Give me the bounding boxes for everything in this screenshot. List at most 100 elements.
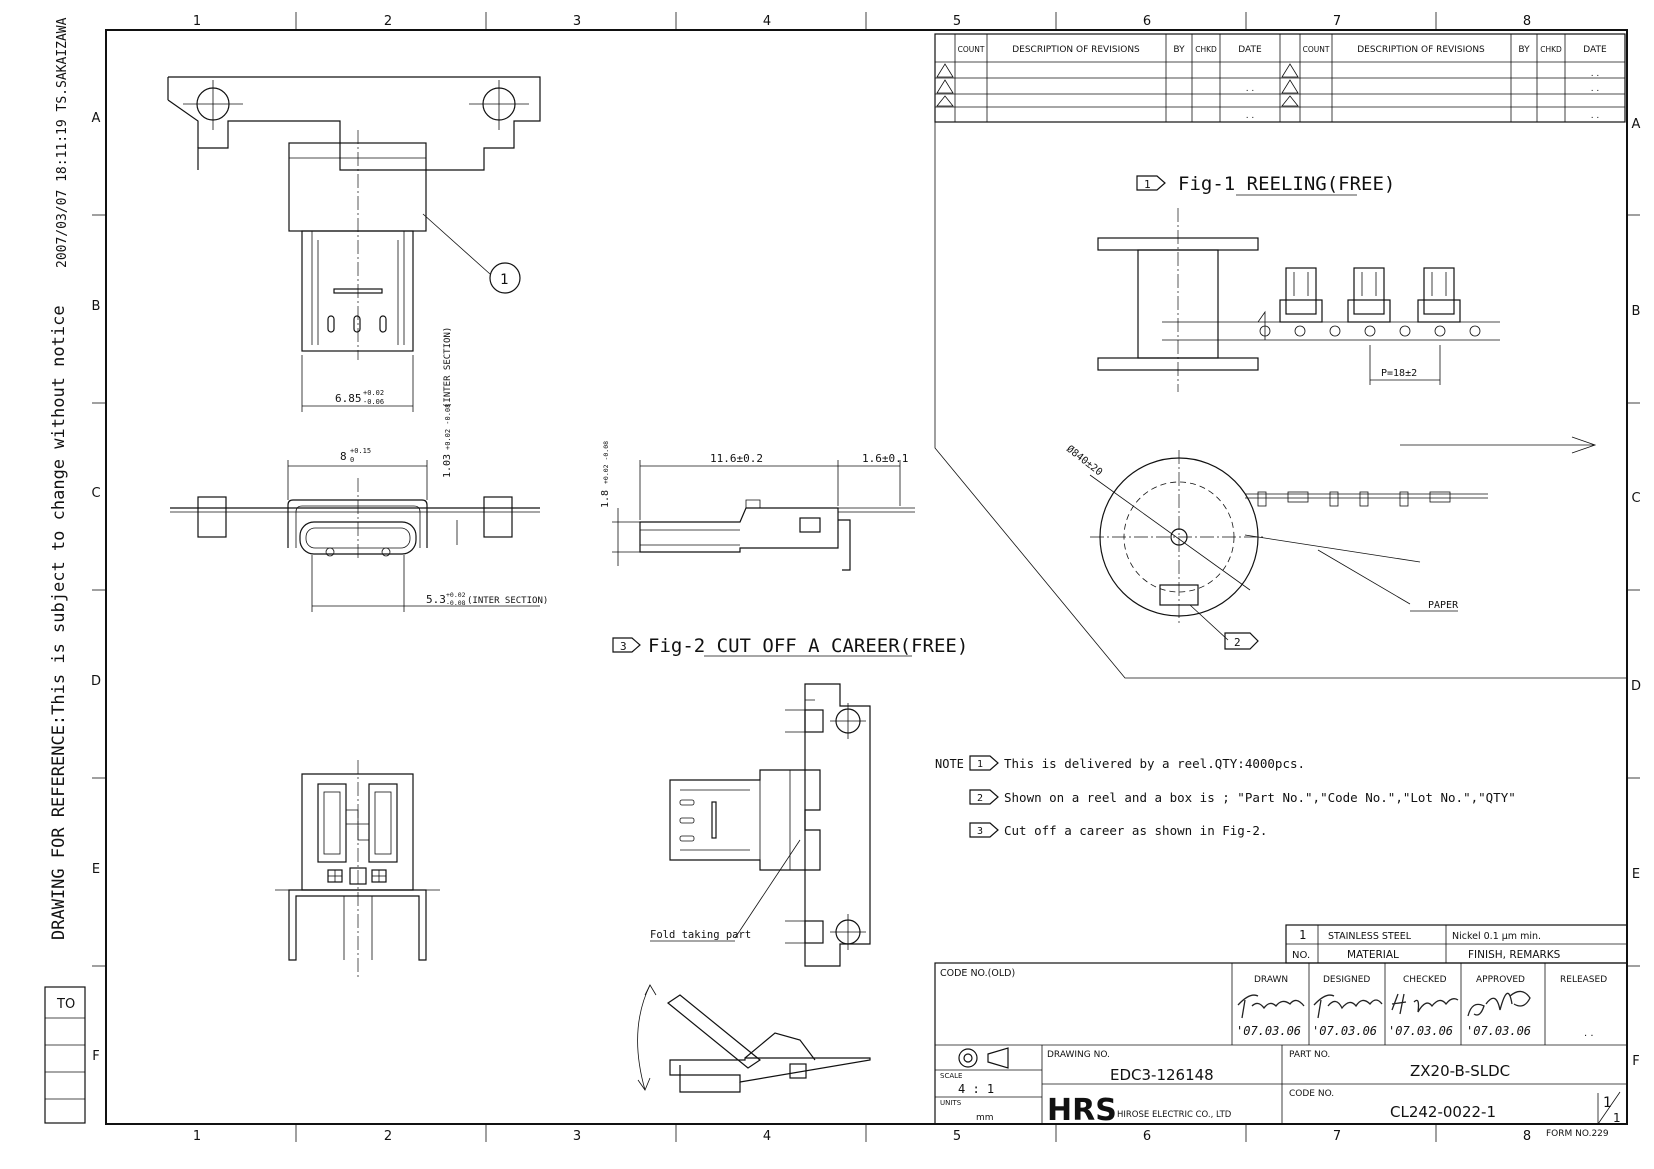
sheet-number: 1 bbox=[1603, 1095, 1612, 1111]
signature-approved bbox=[1467, 990, 1531, 1017]
dim-11-6: 11.6±0.2 bbox=[710, 452, 763, 465]
diameter-label: Ø840±20 bbox=[1064, 443, 1105, 478]
rev-h-date-1: DATE bbox=[1238, 45, 1262, 55]
rev-h-date-2: DATE bbox=[1583, 45, 1607, 55]
dim-1-8-tol: +0.02 -0.08 bbox=[602, 441, 610, 484]
col-label-1: 1 bbox=[193, 14, 201, 29]
dim-6-85-tol-up: +0.02 bbox=[363, 389, 384, 397]
col-label-1b: 1 bbox=[193, 1129, 201, 1144]
to-box: TO bbox=[44, 986, 86, 1124]
row-label-b: B bbox=[92, 299, 101, 314]
dim-8: 8 bbox=[340, 450, 347, 463]
row-label-e: E bbox=[92, 862, 100, 877]
rev-date-2: . . bbox=[1246, 111, 1255, 121]
row-label-f-r: F bbox=[1632, 1054, 1639, 1069]
fig1-title: Fig-1 REELING(FREE) bbox=[1178, 173, 1395, 195]
rev-date-5: . . bbox=[1591, 111, 1600, 121]
dim-5-3: 5.3 bbox=[426, 593, 446, 606]
rev-h-by-2: BY bbox=[1518, 45, 1530, 55]
paper-label: PAPER bbox=[1428, 600, 1459, 611]
col-label-3: 3 bbox=[573, 14, 581, 29]
scale-value: 4 : 1 bbox=[958, 1082, 994, 1096]
row-label-c: C bbox=[91, 486, 100, 501]
rev-h-desc-1: DESCRIPTION OF REVISIONS bbox=[1012, 45, 1140, 55]
form-no: FORM NO.229 bbox=[1546, 1129, 1609, 1139]
row-label-d: D bbox=[91, 674, 101, 689]
part-no: ZX20-B-SLDC bbox=[1410, 1062, 1510, 1080]
dim-1-03-note: (INTER SECTION) bbox=[443, 327, 453, 408]
material-table: 1 STAINLESS STEEL Nickel 0.1 μm min. NO.… bbox=[1285, 924, 1628, 964]
units-label: UNITS bbox=[940, 1099, 962, 1107]
dim-5-3-tol-up: +0.02 bbox=[446, 591, 466, 599]
top-view: 1 6.85 +0.02 -0.06 bbox=[167, 76, 541, 412]
rev-h-chkd-1: CHKD bbox=[1195, 45, 1217, 54]
col-label-2b: 2 bbox=[384, 1129, 392, 1144]
dim-5-3-note: (INTER SECTION) bbox=[467, 596, 548, 606]
box-tag: 2 bbox=[1234, 636, 1241, 649]
row-label-a-r: A bbox=[1632, 117, 1641, 132]
approved-label: APPROVED bbox=[1476, 975, 1525, 985]
timestamp-text: 2007/03/07 18:11:19 TS.SAKAIZAWA bbox=[55, 17, 70, 268]
date-designed: '07.03.06 bbox=[1312, 1024, 1377, 1038]
row-label-f: F bbox=[92, 1049, 99, 1064]
note-3-text: Cut off a career as shown in Fig-2. bbox=[1004, 823, 1267, 838]
revision-table: COUNT DESCRIPTION OF REVISIONS BY CHKD D… bbox=[934, 33, 1626, 123]
note-3-tag: 3 bbox=[977, 826, 983, 837]
row-label-e-r: E bbox=[1632, 867, 1640, 882]
side-view: 11.6±0.2 1.6±0.1 1.8 +0.02 -0.08 bbox=[600, 441, 915, 571]
feed-arrow bbox=[1400, 436, 1597, 454]
col-label-7: 7 bbox=[1333, 14, 1341, 29]
date-checked: '07.03.06 bbox=[1388, 1024, 1453, 1038]
rev-date-4: . . bbox=[1591, 84, 1600, 94]
part-no-label: PART NO. bbox=[1289, 1050, 1330, 1060]
drawn-label: DRAWN bbox=[1254, 975, 1288, 985]
projection-symbol-icon bbox=[958, 1047, 1009, 1069]
dim-6-85: 6.85 bbox=[335, 392, 362, 405]
company-name: HIROSE ELECTRIC CO., LTD bbox=[1117, 1110, 1232, 1120]
dim-6-85-tol-dn: -0.06 bbox=[363, 398, 384, 406]
balloon-1-label: 1 bbox=[500, 272, 508, 288]
rev-h-chkd-2: CHKD bbox=[1540, 45, 1562, 54]
col-label-7b: 7 bbox=[1333, 1129, 1341, 1144]
fig1-zone-border bbox=[934, 122, 1627, 679]
fold-taking-part-label: Fold taking part bbox=[650, 929, 751, 941]
code-old-label: CODE NO.(OLD) bbox=[940, 968, 1015, 979]
row-label-d-r: D bbox=[1631, 679, 1641, 694]
dim-1-6: 1.6±0.1 bbox=[862, 452, 908, 465]
designed-label: DESIGNED bbox=[1323, 975, 1370, 985]
rev-date-1: . . bbox=[1246, 84, 1255, 94]
released-value: . . bbox=[1584, 1028, 1594, 1039]
fig2-title: Fig-2 CUT OFF A CAREER(FREE) bbox=[648, 635, 968, 657]
fig2-title-group: 3 Fig-2 CUT OFF A CAREER(FREE) bbox=[612, 635, 968, 657]
note-2-tag: 2 bbox=[977, 793, 983, 804]
material-finish: Nickel 0.1 μm min. bbox=[1452, 931, 1541, 942]
released-label: RELEASED bbox=[1560, 975, 1607, 985]
units-value: mm bbox=[976, 1113, 994, 1123]
notes: NOTE 1 This is delivered by a reel.QTY:4… bbox=[935, 755, 1516, 838]
rev-h-count-1: COUNT bbox=[958, 45, 985, 54]
bottom-view bbox=[275, 760, 440, 980]
col-label-8: 8 bbox=[1523, 14, 1531, 29]
note-1-text: This is delivered by a reel.QTY:4000pcs. bbox=[1004, 756, 1305, 771]
fig2-tag: 3 bbox=[620, 640, 627, 653]
col-label-8b: 8 bbox=[1523, 1129, 1531, 1144]
sheet-frame: 1 2 3 4 5 6 7 8 1 2 3 4 5 6 7 8 A B C D … bbox=[91, 12, 1641, 1144]
note-1-tag: 1 bbox=[977, 759, 983, 770]
rev-date-3: . . bbox=[1591, 69, 1600, 79]
rev-h-desc-2: DESCRIPTION OF REVISIONS bbox=[1357, 45, 1485, 55]
material-name: STAINLESS STEEL bbox=[1328, 931, 1412, 942]
col-label-5b: 5 bbox=[953, 1129, 961, 1144]
title-block: CODE NO.(OLD) DRAWN DESIGNED CHECKED APP… bbox=[934, 962, 1628, 1128]
sheet-total: 1 bbox=[1613, 1111, 1621, 1125]
row-label-b-r: B bbox=[1632, 304, 1641, 319]
material-no: 1 bbox=[1299, 928, 1306, 942]
fold-motion-sketch bbox=[637, 984, 871, 1093]
hrs-logo: HRS bbox=[1047, 1093, 1117, 1128]
signature-drawn bbox=[1237, 994, 1305, 1019]
date-drawn: '07.03.06 bbox=[1236, 1024, 1301, 1038]
rev-h-by-1: BY bbox=[1173, 45, 1185, 55]
drawing-no: EDC3-126148 bbox=[1110, 1066, 1214, 1084]
signature-checked bbox=[1391, 993, 1459, 1015]
material-h-material: MATERIAL bbox=[1347, 949, 1399, 961]
